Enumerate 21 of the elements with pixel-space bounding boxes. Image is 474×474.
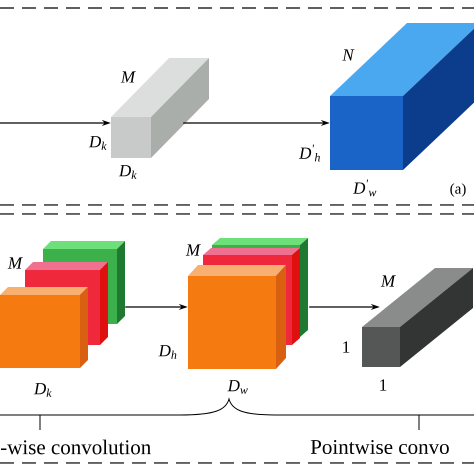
dimension-label: D$_{k}$ xyxy=(34,383,52,397)
dimension-label: N xyxy=(342,49,354,61)
dimension-label: D$_{k}$ xyxy=(118,165,137,179)
section-label: -wise convolution xyxy=(0,440,151,454)
section-label: Pointwise convo xyxy=(310,440,449,454)
block-drawing xyxy=(0,287,88,368)
dimension-label: 1 xyxy=(380,379,386,391)
block-drawing xyxy=(111,58,209,158)
dimension-label: 1 xyxy=(343,341,350,353)
dimension-label: D$_{k}$ xyxy=(88,136,107,150)
dimension-label: D$^{'}$w xyxy=(352,180,376,196)
dimension-label: D$_{h}$ xyxy=(158,345,176,359)
dimension-label: M xyxy=(380,275,396,287)
block-drawing xyxy=(188,265,286,369)
dimension-label: M xyxy=(120,71,136,83)
block-drawing xyxy=(330,23,474,170)
dimension-label: M xyxy=(8,257,23,269)
dimension-label: M xyxy=(186,244,201,256)
block-drawing xyxy=(362,268,473,367)
dimension-label: D$_{w}$ xyxy=(227,380,248,394)
dimension-label: D$^{'}$h xyxy=(298,144,320,162)
